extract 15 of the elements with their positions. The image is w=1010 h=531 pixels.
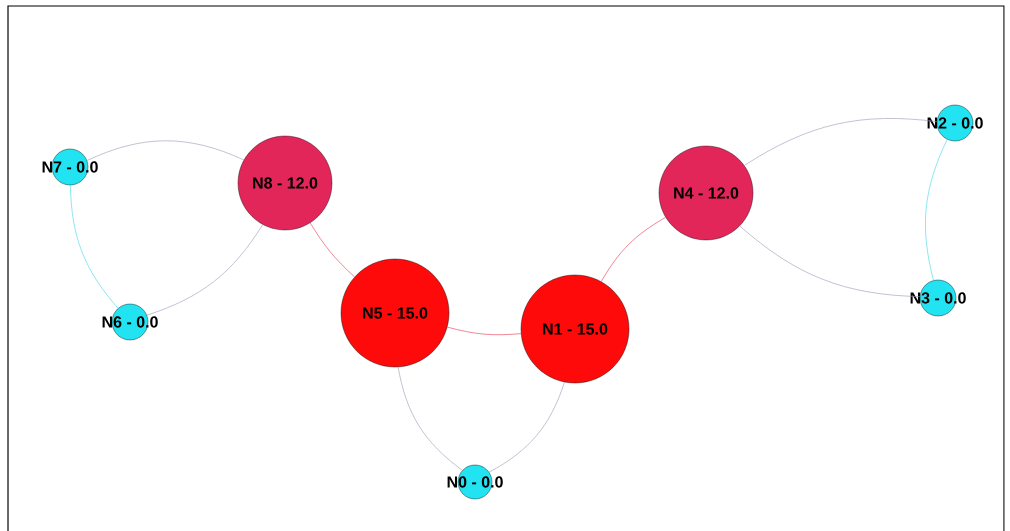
graph-node: N4 - 12.0 (658, 145, 754, 241)
edge-line (739, 225, 921, 297)
edge-line (309, 222, 355, 278)
graph-node: N5 - 15.0 (340, 258, 450, 368)
edge-line (600, 217, 666, 282)
edge-line (86, 140, 245, 161)
edge-line (397, 366, 463, 471)
edge-line (925, 139, 948, 281)
edge-line (146, 224, 264, 316)
edge-line (744, 118, 938, 166)
graph-node: N1 - 15.0 (520, 274, 630, 384)
graph-node: N8 - 12.0 (237, 135, 333, 231)
edge-line (70, 184, 119, 309)
edge-line (447, 326, 522, 336)
edge-line (488, 381, 565, 473)
